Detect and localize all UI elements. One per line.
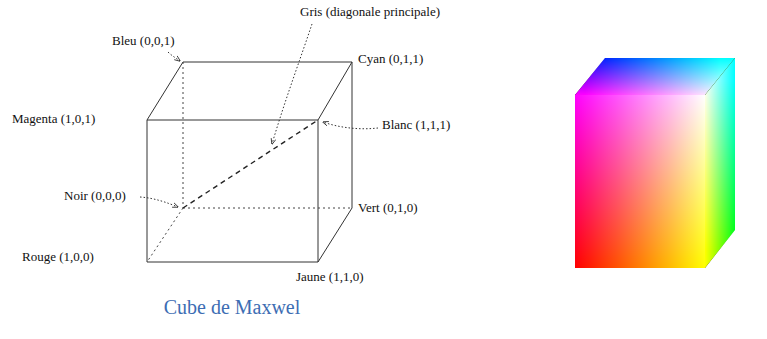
vertex-label: Rouge (1,0,0)	[22, 250, 94, 265]
hidden-edges	[147, 62, 352, 262]
rgb-colour-cube	[575, 58, 735, 268]
grey-diagonal	[183, 120, 318, 208]
vertex-label: Vert (0,1,0)	[358, 201, 418, 216]
vertex-label: Magenta (1,0,1)	[12, 112, 95, 127]
cube-wireframe	[147, 62, 352, 262]
gray-diagonal-label: Gris (diagonale principale)	[300, 5, 440, 20]
vertex-label: Cyan (0,1,1)	[358, 52, 423, 67]
vertex-label: Noir (0,0,0)	[64, 189, 126, 204]
vertex-label: Bleu (0,0,1)	[112, 34, 174, 49]
leader-lines	[140, 24, 378, 207]
vertex-label: Jaune (1,1,0)	[296, 270, 364, 285]
figure-caption: Cube de Maxwel	[164, 296, 301, 319]
vertex-label: Blanc (1,1,1)	[382, 118, 450, 133]
